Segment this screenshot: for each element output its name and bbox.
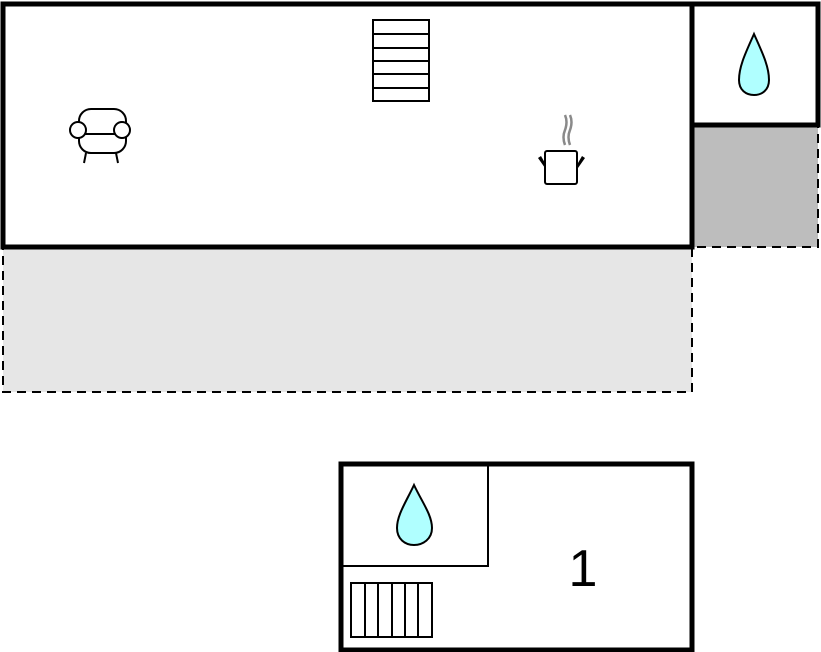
water-drop-icon <box>737 31 771 97</box>
open-terrace <box>2 246 693 393</box>
cooking-pot-icon <box>538 114 585 185</box>
water-drop-icon <box>395 482 434 547</box>
bedroom-count-label: 1 <box>569 540 598 598</box>
covered-terrace <box>691 124 819 248</box>
sofa-icon <box>69 108 131 164</box>
stairs-icon <box>350 582 433 638</box>
stairs-icon <box>372 19 430 102</box>
